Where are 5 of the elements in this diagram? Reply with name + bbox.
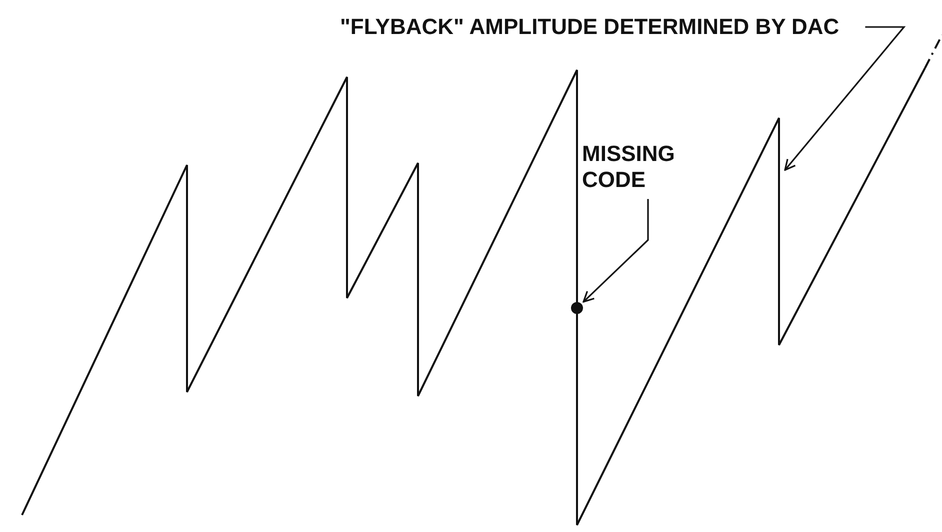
leader-line bbox=[784, 26, 906, 171]
annotation-label: "FLYBACK" AMPLITUDE DETERMINED BY DAC bbox=[340, 14, 840, 40]
annotation-label: MISSING CODE bbox=[582, 141, 722, 193]
data-point-dot bbox=[571, 302, 583, 314]
leader-line bbox=[582, 199, 649, 303]
